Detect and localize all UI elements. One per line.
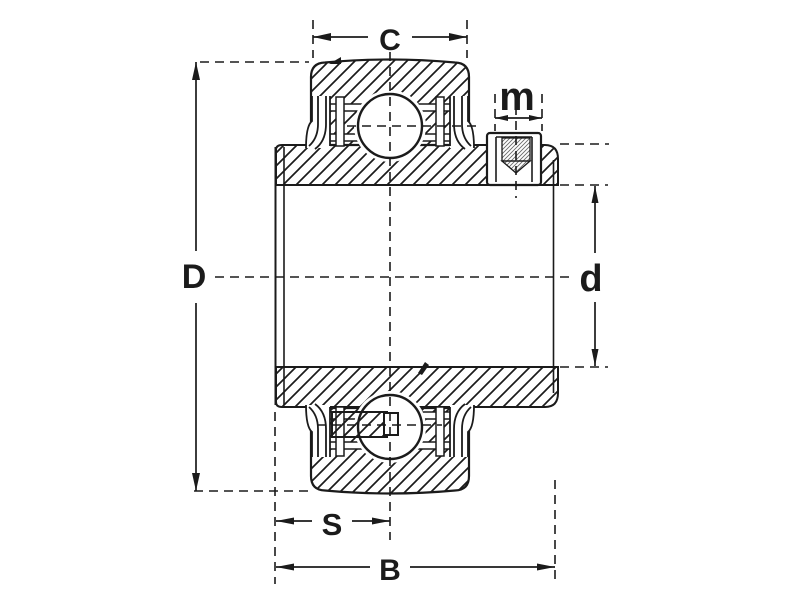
dimension-d: d: [579, 186, 603, 366]
arrowhead: [372, 517, 390, 525]
arrowhead: [192, 473, 200, 491]
dimension-m: m: [495, 75, 542, 121]
balls: [354, 90, 426, 463]
dim-label-C: C: [379, 24, 401, 57]
arrowhead: [495, 115, 508, 121]
arrowhead: [276, 517, 294, 525]
dim-label-d: d: [579, 258, 602, 300]
seal-slot: [435, 406, 445, 457]
arrowhead: [537, 563, 555, 571]
flingers: [305, 96, 475, 457]
arrowhead: [192, 62, 200, 80]
set-screw-top: [485, 131, 543, 187]
seal-slot: [435, 96, 445, 147]
dimension-C: C: [313, 24, 467, 57]
arrowhead: [449, 33, 467, 41]
arrowhead: [591, 349, 599, 366]
arrowhead: [313, 33, 331, 41]
arrowhead: [591, 186, 599, 203]
dimension-D: D: [182, 62, 207, 491]
dimension-B: B: [276, 554, 555, 587]
centerlines: [215, 52, 573, 540]
dim-label-S: S: [322, 507, 343, 542]
seal-slot: [335, 96, 345, 147]
arrowhead: [529, 115, 542, 121]
surface-mark-top: [329, 57, 341, 64]
inner-ring-bottom-band: [275, 366, 559, 408]
dim-label-D: D: [182, 258, 207, 296]
surface-mark-bottom: [418, 362, 429, 375]
dimension-S: S: [276, 507, 390, 542]
dim-label-m: m: [499, 75, 535, 119]
extension-lines: [194, 20, 609, 584]
dim-label-B: B: [379, 554, 401, 587]
arrowhead: [276, 563, 294, 571]
